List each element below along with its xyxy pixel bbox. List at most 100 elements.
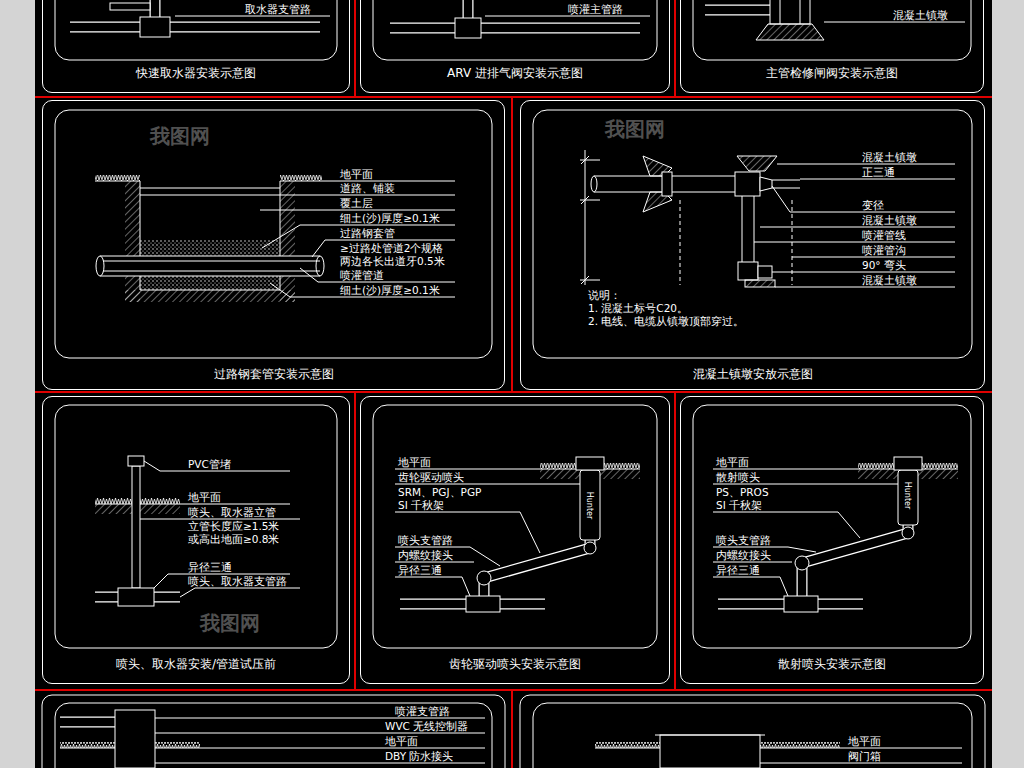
callout-label: 道路、铺装 xyxy=(340,182,395,194)
callout-label: 2. 电线、电缆从镇墩顶部穿过。 xyxy=(588,315,744,327)
callout-label: 90° 弯头 xyxy=(862,259,906,271)
inner-frame xyxy=(55,110,492,358)
thrust-block-drawing xyxy=(742,196,754,262)
riser-drawing xyxy=(128,456,144,466)
gate-valve-drawing xyxy=(780,0,800,24)
road-casing-drawing xyxy=(140,276,280,290)
callout-label: 覆土层 xyxy=(340,197,373,209)
inner-frame xyxy=(533,110,972,358)
callout-label: 喷灌支管路 xyxy=(395,705,450,717)
air-valve-drawing xyxy=(390,24,640,33)
watermark: 我图网 xyxy=(605,118,665,141)
sheet-ground xyxy=(35,0,992,768)
brand-mark: Hunter xyxy=(585,491,594,519)
spray-sprinkler-drawing xyxy=(784,596,818,612)
thrust-block-drawing xyxy=(737,156,777,171)
callout-label: SI 千秋架 xyxy=(398,499,444,511)
callout-label: 喷灌管沟 xyxy=(862,244,906,256)
callout-label: 地平面 xyxy=(716,456,749,468)
callout-label: 两边各长出道牙0.5米 xyxy=(340,255,445,267)
gate-valve-drawing xyxy=(824,22,965,23)
gear-sprinkler-drawing xyxy=(466,596,500,612)
spray-sprinkler-drawing xyxy=(898,470,918,525)
callout-label: 异径三通 xyxy=(716,564,760,576)
panel-caption: 散射喷头安装示意图 xyxy=(681,657,983,671)
callout-label: 地平面 xyxy=(848,735,881,747)
gear-sprinkler-drawing xyxy=(484,540,590,598)
valve-box-drawing xyxy=(655,735,765,736)
brand-mark: Hunter xyxy=(903,481,912,509)
road-casing-drawing xyxy=(140,188,280,195)
air-valve-drawing xyxy=(390,23,640,34)
diagram-panel: 混凝土镇墩安放示意图 xyxy=(520,100,985,390)
gear-sprinkler-drawing xyxy=(584,542,596,554)
thrust-block-drawing xyxy=(772,180,800,188)
controller-drawing xyxy=(60,717,115,728)
thrust-block-drawing xyxy=(745,280,775,287)
callout-label: 1. 混凝土标号C20。 xyxy=(588,302,688,314)
inner-frame xyxy=(42,695,505,768)
callout-label: ≥过路处管道2个规格 xyxy=(340,242,443,254)
riser-drawing xyxy=(118,588,154,606)
panel-caption: 快速取水器安装示意图 xyxy=(43,66,349,80)
spray-sprinkler-drawing xyxy=(894,457,922,470)
road-casing-drawing xyxy=(95,175,140,181)
air-valve-drawing xyxy=(464,0,473,18)
panel-caption: 主管检修闸阀安装示意图 xyxy=(681,66,983,80)
watermark: 我图网 xyxy=(200,612,260,635)
road-casing-drawing xyxy=(96,256,104,276)
thrust-block-drawing xyxy=(580,150,955,287)
red-divider xyxy=(355,0,675,768)
watermark: 我图网 xyxy=(150,125,210,148)
callout-label: 地平面 xyxy=(385,735,418,747)
callout-label: 变径 xyxy=(862,199,884,211)
hydrant-drawing xyxy=(175,16,330,17)
callout-label: DBY 防水接头 xyxy=(385,750,453,762)
controller-drawing xyxy=(155,742,200,748)
gear-sprinkler-drawing xyxy=(477,571,491,585)
callout-label: 喷头、取水器支管路 xyxy=(188,575,287,587)
thrust-block-drawing xyxy=(580,150,600,285)
callout-label: 地平面 xyxy=(340,168,373,180)
panel-caption: 混凝土镇墩安放示意图 xyxy=(521,367,984,381)
gear-sprinkler-drawing xyxy=(576,457,604,470)
callout-label: 混凝土镇墩 xyxy=(893,9,948,21)
spray-sprinkler-drawing xyxy=(802,525,908,598)
road-casing-drawing xyxy=(100,256,320,276)
controller-drawing xyxy=(155,718,485,763)
thrust-block-drawing xyxy=(760,177,772,191)
controller-drawing xyxy=(60,742,115,748)
hydrant-drawing xyxy=(140,17,170,37)
spray-sprinkler-drawing xyxy=(713,469,898,596)
road-casing-drawing xyxy=(125,290,295,302)
callout-label: 内螺纹接头 xyxy=(716,549,771,561)
road-casing-drawing xyxy=(95,175,455,302)
valve-box-drawing xyxy=(595,735,962,768)
gate-valve-drawing xyxy=(770,0,810,24)
panel-caption: ARV 进排气阀安装示意图 xyxy=(361,66,669,80)
road-casing-drawing xyxy=(280,181,295,302)
inner-frame xyxy=(373,0,657,60)
road-casing-drawing xyxy=(280,175,322,181)
callout-label: 喷灌管道 xyxy=(340,269,384,281)
inner-frame xyxy=(373,405,657,648)
callout-label: 取水器支管路 xyxy=(245,3,311,15)
callout-label: 内螺纹接头 xyxy=(398,549,453,561)
hydrant-drawing xyxy=(150,0,161,17)
panel-caption: 喷头、取水器安装/管道试压前 xyxy=(43,657,349,671)
inner-frame xyxy=(42,0,985,768)
gate-valve-drawing xyxy=(705,5,770,16)
callout-label: 说明： xyxy=(588,289,621,301)
callout-label: 阀门箱 xyxy=(848,750,881,762)
callout-label: 齿轮驱动喷头 xyxy=(398,471,464,483)
diagram-panel: ARV 进排气阀安装示意图 xyxy=(360,0,670,93)
road-casing-drawing xyxy=(125,181,140,302)
hydrant-drawing xyxy=(151,0,160,17)
thrust-block-drawing xyxy=(662,172,672,196)
spray-sprinkler-drawing xyxy=(713,457,958,612)
air-valve-drawing xyxy=(463,0,474,18)
callout-label: 地平面 xyxy=(398,456,431,468)
valve-box-drawing xyxy=(660,735,760,768)
hydrant-drawing xyxy=(70,22,320,33)
